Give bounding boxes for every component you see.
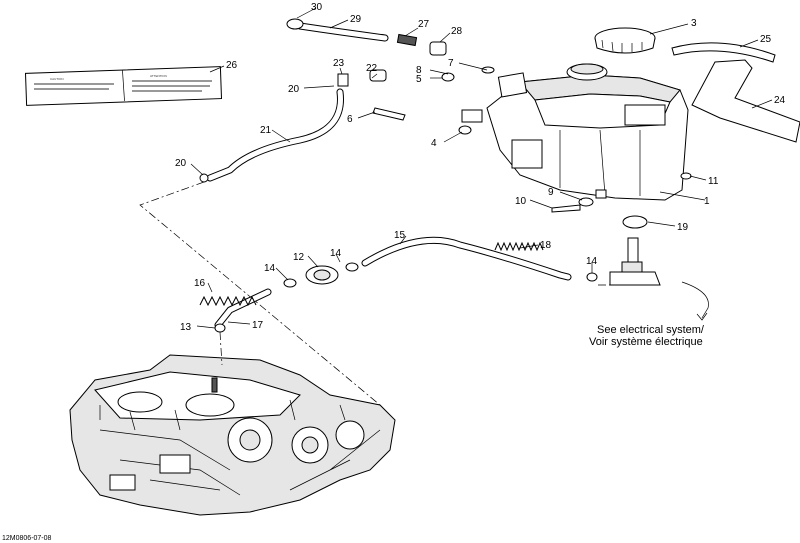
callout-14c: 14	[586, 256, 598, 267]
small-hardware	[337, 66, 692, 229]
filler-cap	[594, 27, 656, 54]
callout-30: 30	[311, 2, 323, 13]
callout-17: 17	[252, 320, 264, 331]
callout-29: 29	[350, 14, 362, 25]
callout-23: 23	[333, 58, 345, 69]
callout-21: 21	[260, 125, 272, 136]
callout-6: 6	[347, 114, 353, 125]
callout-22: 22	[366, 63, 378, 74]
callout-24: 24	[774, 95, 786, 106]
adhesive-strip	[671, 42, 776, 63]
callout-12: 12	[293, 252, 305, 263]
label-left-title: CAUTION	[50, 77, 64, 81]
callout-4: 4	[431, 138, 437, 149]
level-sensor	[609, 237, 661, 286]
engine-assembly	[69, 354, 396, 516]
callout-10: 10	[515, 196, 527, 207]
electrical-note-line2: Voir système électrique	[589, 336, 703, 348]
oil-hose-15	[214, 236, 572, 329]
oil-hose-21	[199, 88, 344, 183]
callout-16: 16	[194, 278, 206, 289]
oil-tank	[461, 63, 689, 201]
callout-19: 19	[677, 222, 689, 233]
callout-20b: 20	[175, 158, 187, 169]
callout-27: 27	[418, 19, 430, 30]
callout-9: 9	[548, 187, 554, 198]
vent-hose-group	[286, 18, 447, 56]
callout-18: 18	[540, 240, 552, 251]
callout-5: 5	[416, 74, 422, 85]
spring-guard-18	[494, 241, 544, 252]
leader-lines	[190, 7, 773, 329]
callout-1: 1	[704, 196, 710, 207]
callout-15: 15	[394, 230, 406, 241]
callout-13: 13	[180, 322, 192, 333]
routing-lines	[139, 181, 652, 406]
tank-deflector	[691, 59, 800, 143]
callout-numbers: 1 3 4 5 6 7 8 9 10 11 12 13 14 14 14 15 …	[175, 2, 786, 333]
spring-guard-16	[199, 295, 257, 307]
callout-14a: 14	[330, 248, 342, 259]
callout-3: 3	[691, 18, 697, 29]
callout-25: 25	[760, 34, 772, 45]
callout-20a: 20	[288, 84, 300, 95]
callout-11: 11	[708, 176, 719, 187]
callout-28: 28	[451, 26, 463, 37]
callout-14b: 14	[264, 263, 276, 274]
electrical-note-line1: See electrical system/	[597, 324, 705, 336]
callout-8: 8	[416, 65, 422, 76]
figure-id: 12M0806-07-08	[2, 535, 52, 542]
callout-26: 26	[226, 60, 238, 71]
oil-filter	[214, 262, 598, 333]
callout-7: 7	[448, 58, 454, 69]
warning-label: CAUTION ATTENTION	[24, 66, 223, 106]
label-right-title: ATTENTION	[150, 74, 167, 78]
